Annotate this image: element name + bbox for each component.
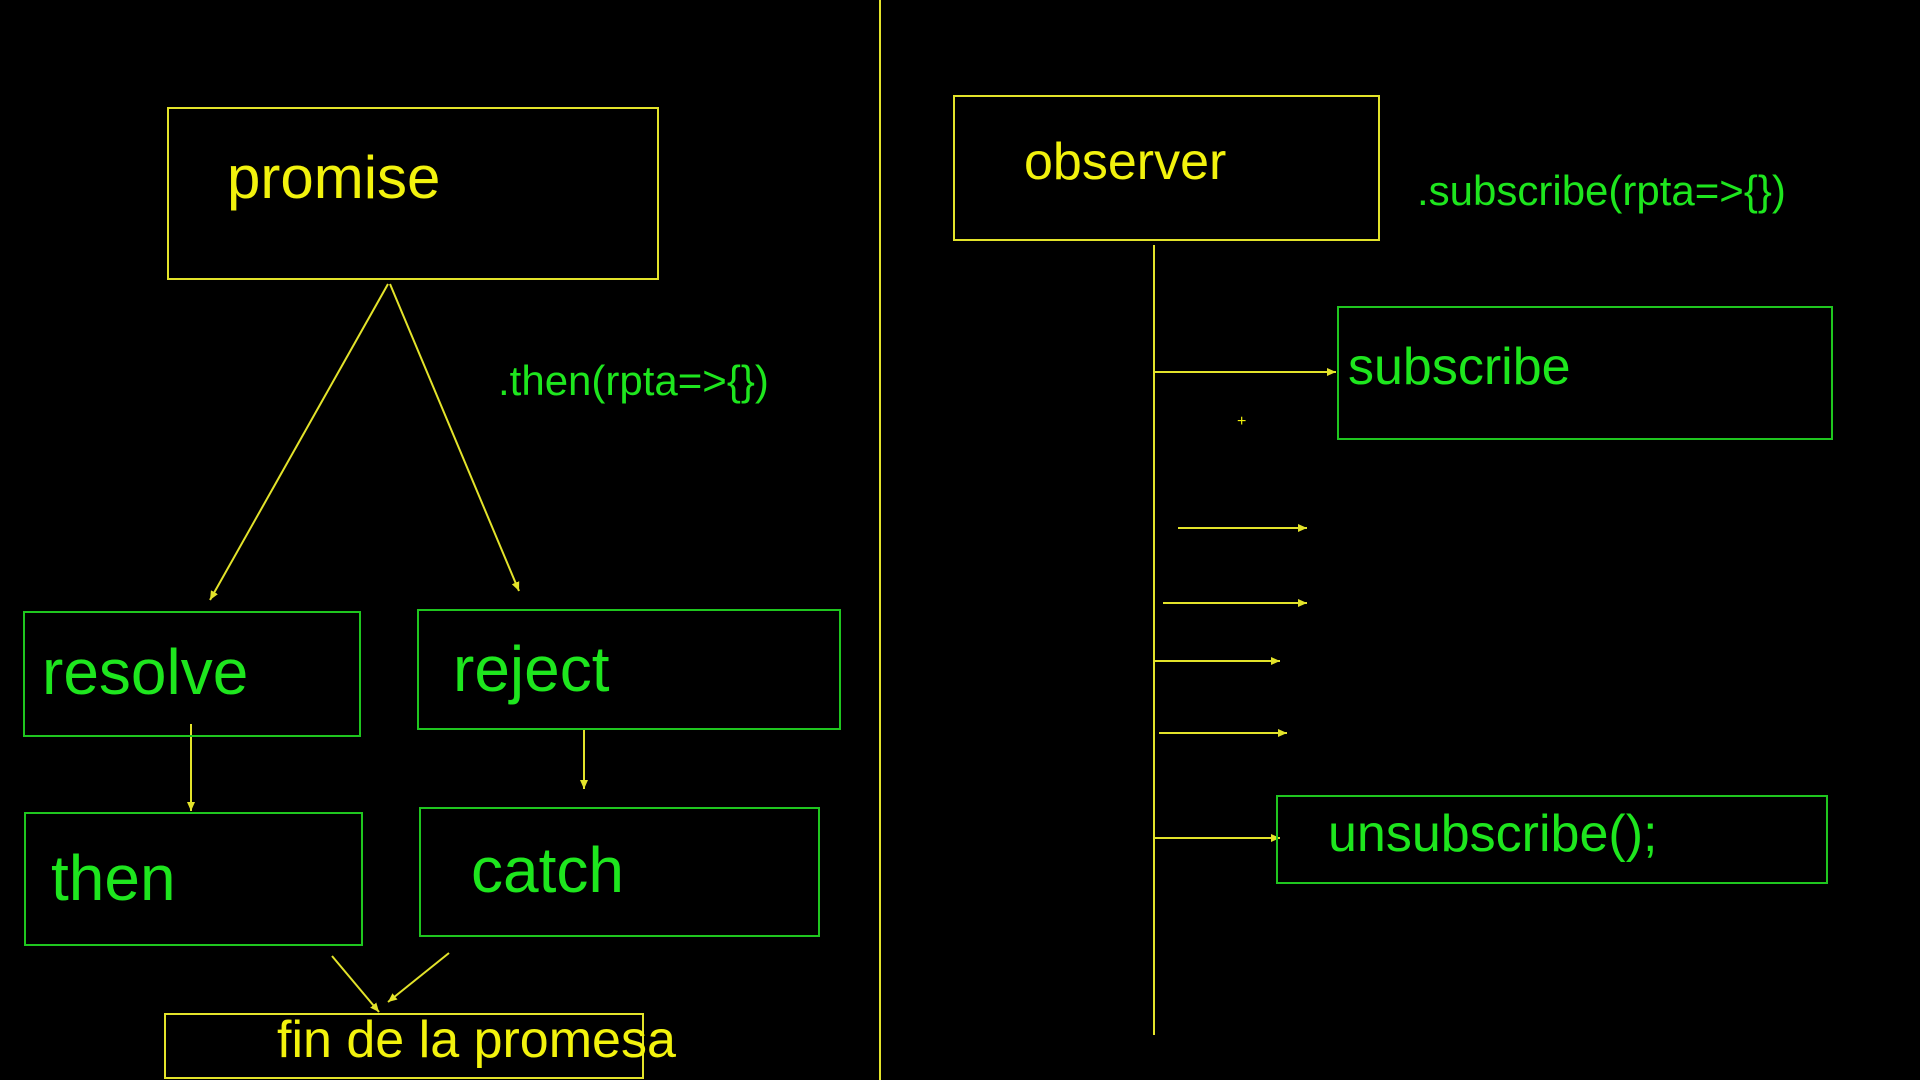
subscribe-box	[1337, 306, 1833, 440]
subscribe-call-label: .subscribe(rpta=>{})	[1417, 167, 1786, 214]
catch-to-end-arrow	[387, 952, 450, 1003]
reject-label: reject	[453, 633, 610, 705]
then-label: then	[51, 842, 176, 914]
reject-box	[417, 609, 841, 730]
end-box	[164, 1013, 644, 1079]
promise-to-reject-arrow	[389, 283, 520, 592]
promise-label: promise	[227, 144, 441, 211]
unsubscribe-label: unsubscribe();	[1328, 805, 1658, 863]
plus-marker: +	[1237, 413, 1247, 430]
subscribe-label: subscribe	[1348, 338, 1571, 396]
unsubscribe-box	[1276, 795, 1828, 884]
catch-box	[419, 807, 820, 937]
then-call-label: .then(rpta=>{})	[498, 357, 769, 404]
then-box	[24, 812, 363, 946]
observer-box	[953, 95, 1380, 241]
catch-label: catch	[471, 834, 624, 906]
promise-box	[167, 107, 659, 280]
then-to-end-arrow	[331, 955, 380, 1013]
resolve-box	[23, 611, 361, 737]
end-label: fin de la promesa	[277, 1011, 676, 1069]
observer-label: observer	[1024, 133, 1227, 191]
resolve-label: resolve	[42, 636, 249, 708]
promise-to-resolve-arrow	[209, 283, 389, 601]
